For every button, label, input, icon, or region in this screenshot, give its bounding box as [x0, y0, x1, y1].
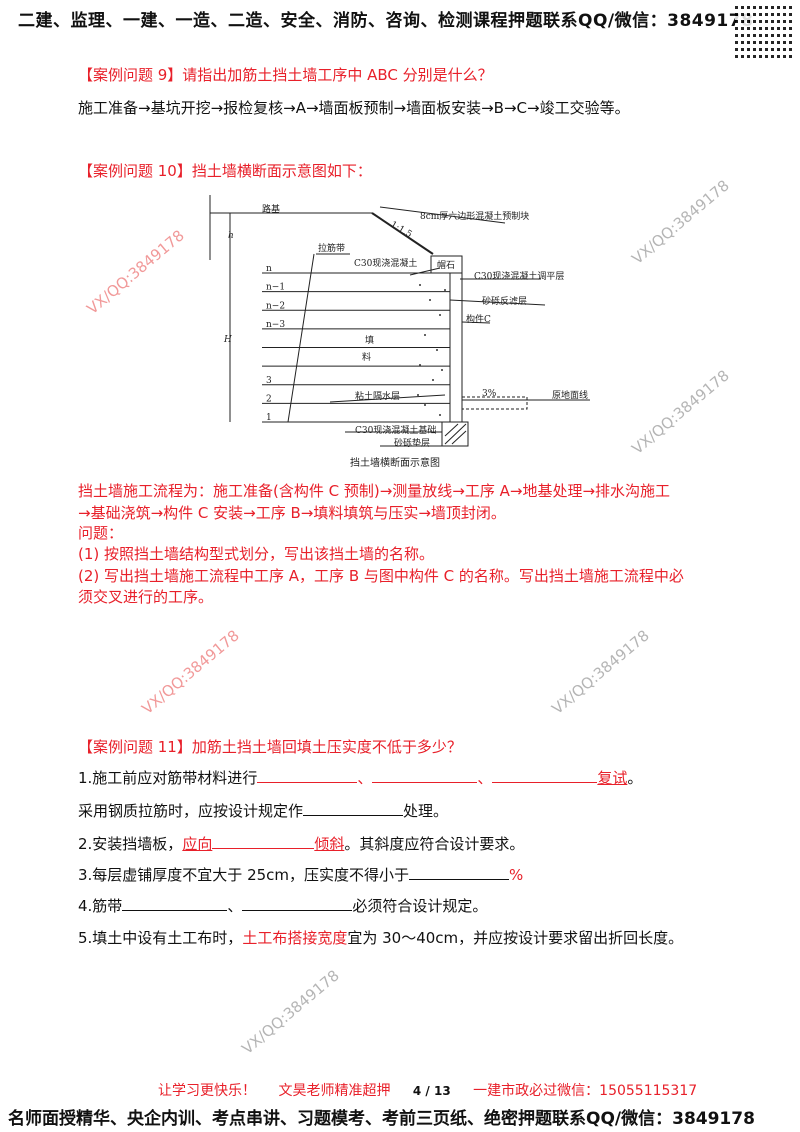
footer-bottom: 名师面授精华、央企内训、考点串讲、习题模考、考前三页纸、绝密押题联系QQ/微信：… — [8, 1109, 755, 1129]
q11-title: 【案例问题 11】加筋土挡土墙回填土压实度不低于多少？ — [78, 738, 462, 756]
q11-item-3: 3.每层虚铺厚度不宜大于 25cm，压实度不得小于% — [78, 864, 523, 885]
question-1: (1) 按照挡土墙结构型式划分，写出该挡土墙的名称。 — [78, 545, 435, 563]
label-hex-block: 8cm厚六边形混凝土预制块 — [420, 210, 529, 222]
question-2a: (2) 写出挡土墙施工流程中工序 A，工序 B 与图中构件 C 的名称。写出挡土… — [78, 567, 684, 585]
label-slope: 1:1.5 — [389, 220, 414, 240]
q11-item-5: 5.填土中设有土工布时，土工布搭接宽度宜为 30～40cm，并应按设计要求留出折… — [78, 927, 683, 948]
item4-text: 4.筋带 — [78, 897, 123, 915]
item5-highlight: 土工布搭接宽度 — [242, 929, 348, 947]
item5-text: 5.填土中设有土工布时， — [78, 929, 243, 947]
label-ground-line: 原地面线 — [552, 389, 588, 401]
label-roadbed: 路基 — [262, 203, 280, 215]
layer-label: 1 — [266, 413, 272, 423]
footer-line: 让学习更快乐！ 文昊老师精准超押 4 / 13 一建市政必过微信：1505511… — [158, 1080, 697, 1100]
label-fill-1: 填 — [365, 334, 374, 346]
label-clay: 粘土隔水层 — [355, 390, 400, 402]
question-2b: 须交叉进行的工序。 — [78, 588, 214, 606]
blank-field[interactable] — [122, 896, 228, 911]
label-fill-2: 料 — [362, 351, 371, 363]
label-foundation: C30现浇混凝土基础 — [355, 424, 436, 436]
blank-field[interactable] — [492, 768, 598, 783]
retaining-wall-diagram: 路基 1:1.5 8cm厚六边形混凝土预制块 拉筋带 C30现浇混凝土 帽石 C… — [209, 195, 590, 469]
process-line-1: 挡土墙施工流程为：施工准备(含构件 C 预制)→测量放线→工序 A→地基处理→排… — [78, 482, 671, 500]
item1b-text: 采用钢质拉筋时，应按设计规定作 — [78, 802, 304, 820]
blank-field[interactable] — [242, 896, 353, 911]
item5-post: 宜为 30～40cm，并应按设计要求留出折回长度。 — [347, 929, 684, 947]
item2-post: 。其斜度应符合设计要求。 — [344, 835, 525, 853]
label-component-c: 构件C — [466, 313, 491, 325]
blank-field[interactable] — [372, 768, 478, 783]
label-H: H — [223, 335, 232, 345]
q9-title: 【案例问题 9】请指出加筋土挡土墙工序中 ABC 分别是什么？ — [78, 66, 493, 84]
separator: 、 — [357, 769, 373, 787]
q11-item-4: 4.筋带 、 必须符合设计规定。 — [78, 895, 487, 916]
label-cushion: 砂砾垫层 — [394, 437, 430, 449]
q9-flow: 施工准备→基坑开挖→报检复核→A→墙面板预制→墙面板安装→B→C→竣工交验等。 — [78, 99, 630, 117]
blank-field[interactable] — [257, 768, 358, 783]
label-filter: 砂砾反滤层 — [482, 295, 527, 307]
label-c30-cast: C30现浇混凝土 — [354, 257, 417, 269]
layer-label: 3 — [266, 376, 272, 386]
diagram-caption: 挡土墙横断面示意图 — [350, 456, 440, 469]
footer-slogan: 让学习更快乐！ — [158, 1083, 256, 1099]
item3-percent: % — [509, 866, 524, 884]
layer-label: n−3 — [266, 320, 285, 330]
q11-item-1b: 采用钢质拉筋时，应按设计规定作 处理。 — [78, 800, 448, 821]
watermark: VX/QQ:3849178 — [138, 626, 243, 718]
watermark: VX/QQ:3849178 — [238, 966, 343, 1058]
blank-field[interactable] — [303, 801, 404, 816]
page-number: 4 / 13 — [412, 1084, 451, 1098]
questions-label: 问题： — [78, 524, 124, 542]
item1-text: 1.施工前应对筋带材料进行 — [78, 769, 258, 787]
item1-end: 。 — [627, 769, 643, 787]
separator: 、 — [477, 769, 493, 787]
layer-label: n — [266, 264, 272, 274]
label-cap-stone: 帽石 — [437, 259, 455, 271]
item1b-post: 处理。 — [403, 802, 449, 820]
label-strap: 拉筋带 — [318, 242, 345, 254]
item2-text: 2.安装挡墙板， — [78, 835, 183, 853]
item1-answer: 复试 — [597, 769, 628, 787]
item2-answer-2: 倾斜 — [314, 835, 345, 853]
footer-contact: 一建市政必过微信：15055115317 — [473, 1083, 698, 1099]
label-leveling: C30现浇混凝土调平层 — [474, 270, 564, 282]
blank-field[interactable] — [409, 865, 510, 880]
layer-label: n−1 — [266, 283, 285, 293]
qr-code-icon — [735, 2, 795, 62]
item4-post: 必须符合设计规定。 — [352, 897, 488, 915]
q11-item-1: 1.施工前应对筋带材料进行 、 、 复试。 — [78, 767, 642, 788]
layer-label: 2 — [266, 394, 272, 404]
header-banner: 二建、监理、一建、一造、二造、安全、消防、咨询、检测课程押题联系QQ/微信：38… — [18, 11, 754, 31]
label-h: h — [228, 231, 234, 241]
item2-answer-1: 应向 — [182, 835, 213, 853]
layer-label: n−2 — [266, 301, 285, 311]
q11-item-2: 2.安装挡墙板，应向 倾斜。其斜度应符合设计要求。 — [78, 833, 524, 854]
process-line-2: →基础浇筑→构件 C 安装→工序 B→填料填筑与压实→墙顶封闭。 — [78, 504, 506, 522]
footer-teacher: 文昊老师精准超押 — [278, 1083, 391, 1099]
label-grade: 3% — [482, 389, 497, 399]
item3-text: 3.每层虚铺厚度不宜大于 25cm，压实度不得小于 — [78, 866, 410, 884]
blank-field[interactable] — [212, 834, 315, 849]
separator: 、 — [227, 897, 243, 915]
watermark: VX/QQ:3849178 — [548, 626, 653, 718]
q10-title: 【案例问题 10】挡土墙横断面示意图如下： — [78, 162, 372, 180]
